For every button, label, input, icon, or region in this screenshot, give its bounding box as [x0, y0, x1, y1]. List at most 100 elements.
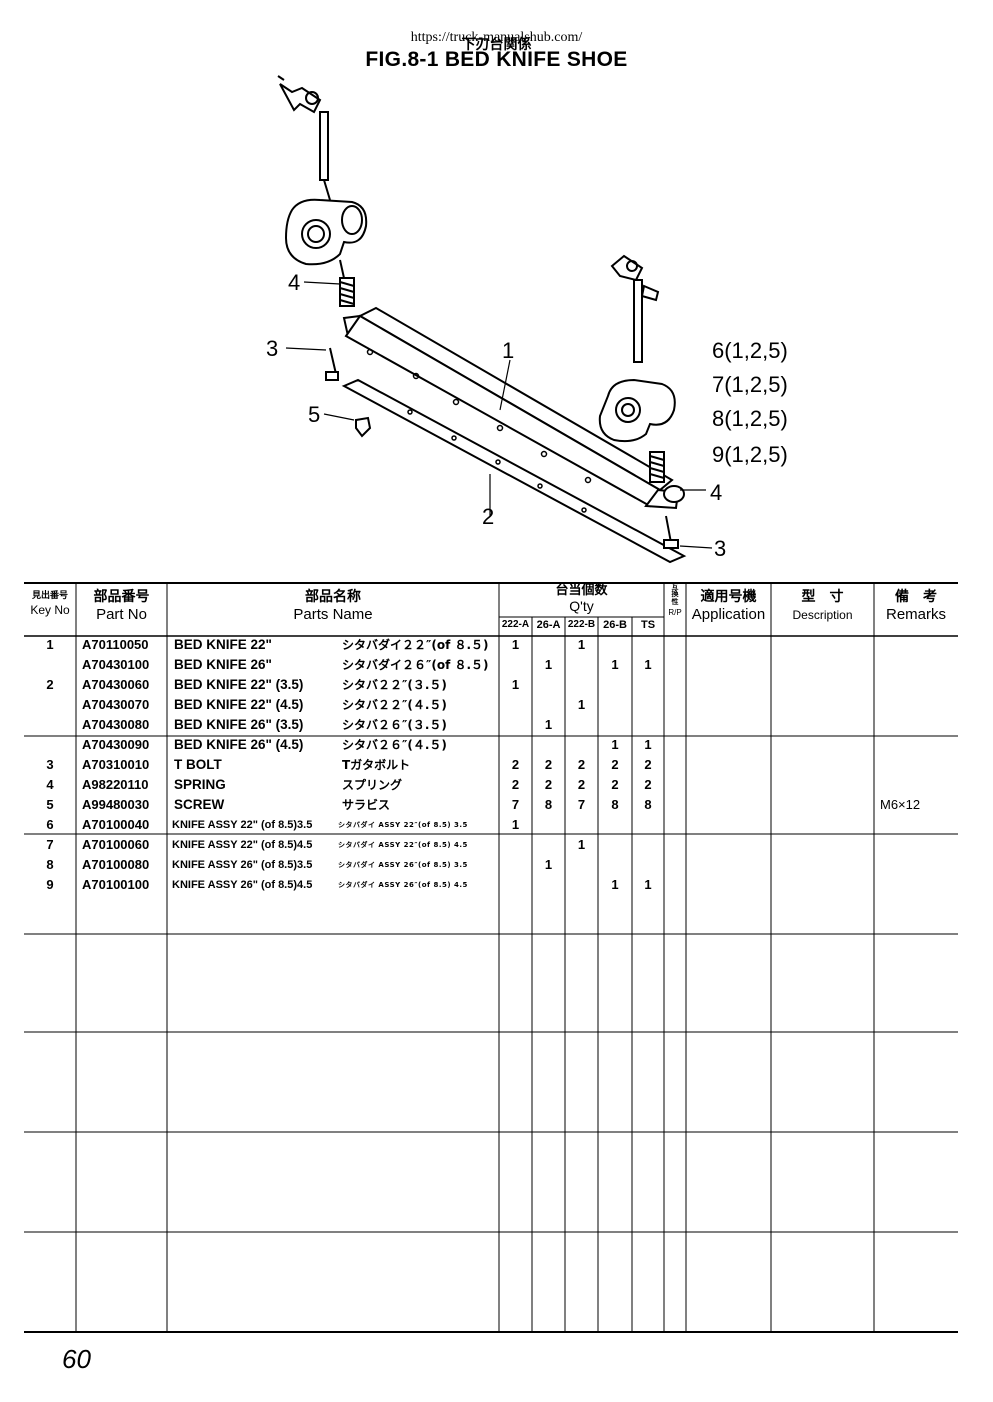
header-description-en: Description — [792, 607, 853, 622]
callout-7: 7(1,2,5) — [712, 372, 788, 397]
qty-26a-cell — [532, 735, 565, 755]
key-no-cell: 7 — [46, 837, 54, 852]
header-parts-name-en: Parts Name — [293, 605, 373, 623]
qty-222b-cell — [565, 735, 598, 755]
table-row: 2 A70430060 BED KNIFE 22" (3.5) シタバ２２″(３… — [24, 675, 958, 695]
qty-222a-cell — [499, 655, 532, 675]
callout-8: 8(1,2,5) — [712, 406, 788, 431]
part-name-jp-cell: シタバ２２″(３.５) — [342, 678, 447, 692]
qty-26b-cell — [598, 715, 632, 735]
part-name-en-cell: BED KNIFE 26" (4.5) — [174, 737, 304, 752]
table-row: A70430090 BED KNIFE 26" (4.5) シタバ２６″(４.５… — [24, 735, 958, 755]
table-row: 3 A70310010 T BOLT Tガタボルト 2 2 2 2 2 — [24, 755, 958, 775]
qty-222b-cell: 1 — [577, 697, 586, 712]
header-application-en: Application — [691, 605, 766, 623]
qty-26a-cell — [532, 695, 565, 715]
qty-26a-cell — [532, 815, 565, 835]
table-row: A70430100 BED KNIFE 26" シタバダイ２６″(of ８.５)… — [24, 655, 958, 675]
part-name-en-cell: BED KNIFE 22" (4.5) — [174, 697, 304, 712]
part-no-cell: A70430090 — [82, 737, 150, 752]
part-name-en-cell: BED KNIFE 22" — [174, 637, 272, 652]
table-row: 7 A70100060 KNIFE ASSY 22" (of 8.5)4.5 シ… — [24, 835, 958, 855]
figure-title: FIG.8-1 BED KNIFE SHOE — [365, 48, 628, 71]
header-key-no-en: Key No — [30, 603, 70, 618]
header-key-no: 見出番号 Key No — [24, 591, 76, 618]
table-row: 4 A98220110 SPRING スプリング 2 2 2 2 2 — [24, 775, 958, 795]
header-key-no-jp: 見出番号 — [31, 591, 68, 601]
key-no-cell: 4 — [46, 777, 54, 792]
part-name-jp-cell: シタバ２６″(４.５) — [342, 738, 447, 752]
header-qty-ts: TS — [640, 619, 656, 631]
callout-1: 1 — [502, 338, 515, 363]
part-name-jp-cell: シタバ２６″(３.５) — [342, 718, 447, 732]
qty-222a-cell — [499, 855, 532, 875]
table-row: 1 A70110050 BED KNIFE 22" シタバダイ２２″(of ８.… — [24, 635, 958, 655]
part-name-jp-cell: シタバダイ２２″(of ８.５) — [342, 638, 489, 652]
part-name-en-cell: SCREW — [174, 797, 225, 812]
qty-26a-cell: 2 — [544, 757, 553, 772]
header-application-jp: 適用号機 — [700, 589, 757, 605]
japanese-title: 下刃台関係 — [461, 37, 532, 53]
callout-4-right: 4 — [710, 480, 723, 505]
callout-3-left: 3 — [266, 336, 279, 361]
header-qty-26b: 26-B — [603, 619, 627, 631]
qty-222b-cell: 1 — [577, 837, 586, 852]
qty-ts-cell: 1 — [644, 657, 652, 672]
qty-26b-cell — [598, 835, 632, 855]
table-row: 5 A99480030 SCREW サラビス 7 8 7 8 8 M6×12 — [24, 795, 958, 815]
part-no-cell: A70430100 — [82, 657, 150, 672]
qty-ts-cell — [632, 835, 664, 855]
qty-222a-cell: 2 — [511, 757, 520, 772]
part-name-en-cell: KNIFE ASSY 22" (of 8.5)4.5 — [172, 839, 313, 851]
qty-222b-cell: 2 — [577, 777, 586, 792]
key-no-cell: 6 — [46, 817, 54, 832]
qty-ts-cell — [632, 855, 664, 875]
qty-ts-cell — [632, 815, 664, 835]
header-part-no-jp: 部品番号 — [93, 589, 150, 605]
source-url[interactable]: https://truck-manualshub.com/ — [410, 30, 583, 45]
callout-2: 2 — [482, 504, 495, 529]
header-qty-26a: 26-A — [536, 619, 561, 631]
part-name-en-cell: BED KNIFE 26" (3.5) — [174, 717, 304, 732]
qty-222a-cell: 1 — [511, 637, 520, 652]
parts-table: 見出番号 Key No 部品番号 Part No 部品名称 Parts Name… — [24, 582, 958, 1334]
qty-26a-cell: 8 — [544, 797, 553, 812]
qty-26a-cell — [532, 875, 565, 895]
table-row: 6 A70100040 KNIFE ASSY 22" (of 8.5)3.5 シ… — [24, 815, 958, 835]
table-grid-lines — [24, 582, 958, 1333]
qty-222b-cell: 7 — [577, 797, 586, 812]
header-rp-jp: 互換性 — [671, 583, 679, 606]
qty-ts-cell — [632, 635, 664, 655]
callout-3-right: 3 — [714, 536, 727, 561]
callout-6: 6(1,2,5) — [712, 338, 788, 363]
part-no-cell: A70110050 — [82, 637, 149, 652]
key-no-cell — [24, 735, 76, 755]
qty-26b-cell: 2 — [611, 757, 619, 772]
header-remarks: 備 考 Remarks — [874, 590, 958, 622]
qty-222b-cell — [565, 655, 598, 675]
qty-26a-cell: 1 — [544, 657, 553, 672]
header-description: 型 寸 Description — [771, 590, 874, 621]
callout-5: 5 — [308, 402, 321, 427]
qty-222b-cell — [565, 715, 598, 735]
part-no-cell: A98220110 — [82, 777, 149, 792]
table-row: 8 A70100080 KNIFE ASSY 26" (of 8.5)3.5 シ… — [24, 855, 958, 875]
part-name-jp-cell: シタバ２２″(４.５) — [342, 698, 447, 712]
part-name-jp-cell: シタバダイ ASSY 22″(of 8.5) 4.5 — [338, 841, 468, 849]
part-name-en-cell: T BOLT — [174, 757, 222, 772]
key-no-cell: 9 — [46, 877, 54, 892]
qty-26a-cell — [532, 675, 565, 695]
qty-222b-cell: 1 — [577, 637, 586, 652]
qty-222a-cell: 7 — [511, 797, 520, 812]
key-no-cell: 8 — [46, 857, 54, 872]
header-remarks-en: Remarks — [885, 605, 946, 623]
qty-222b-cell — [565, 675, 598, 695]
qty-26b-cell: 1 — [611, 737, 619, 752]
key-no-cell — [24, 695, 76, 715]
header-qty-222a: 222-A — [501, 619, 530, 630]
qty-ts-cell — [632, 695, 664, 715]
qty-26a-cell: 1 — [544, 717, 553, 732]
part-name-jp-cell: スプリング — [342, 778, 403, 792]
qty-26b-cell: 1 — [611, 877, 619, 892]
qty-26a-cell — [532, 635, 565, 655]
